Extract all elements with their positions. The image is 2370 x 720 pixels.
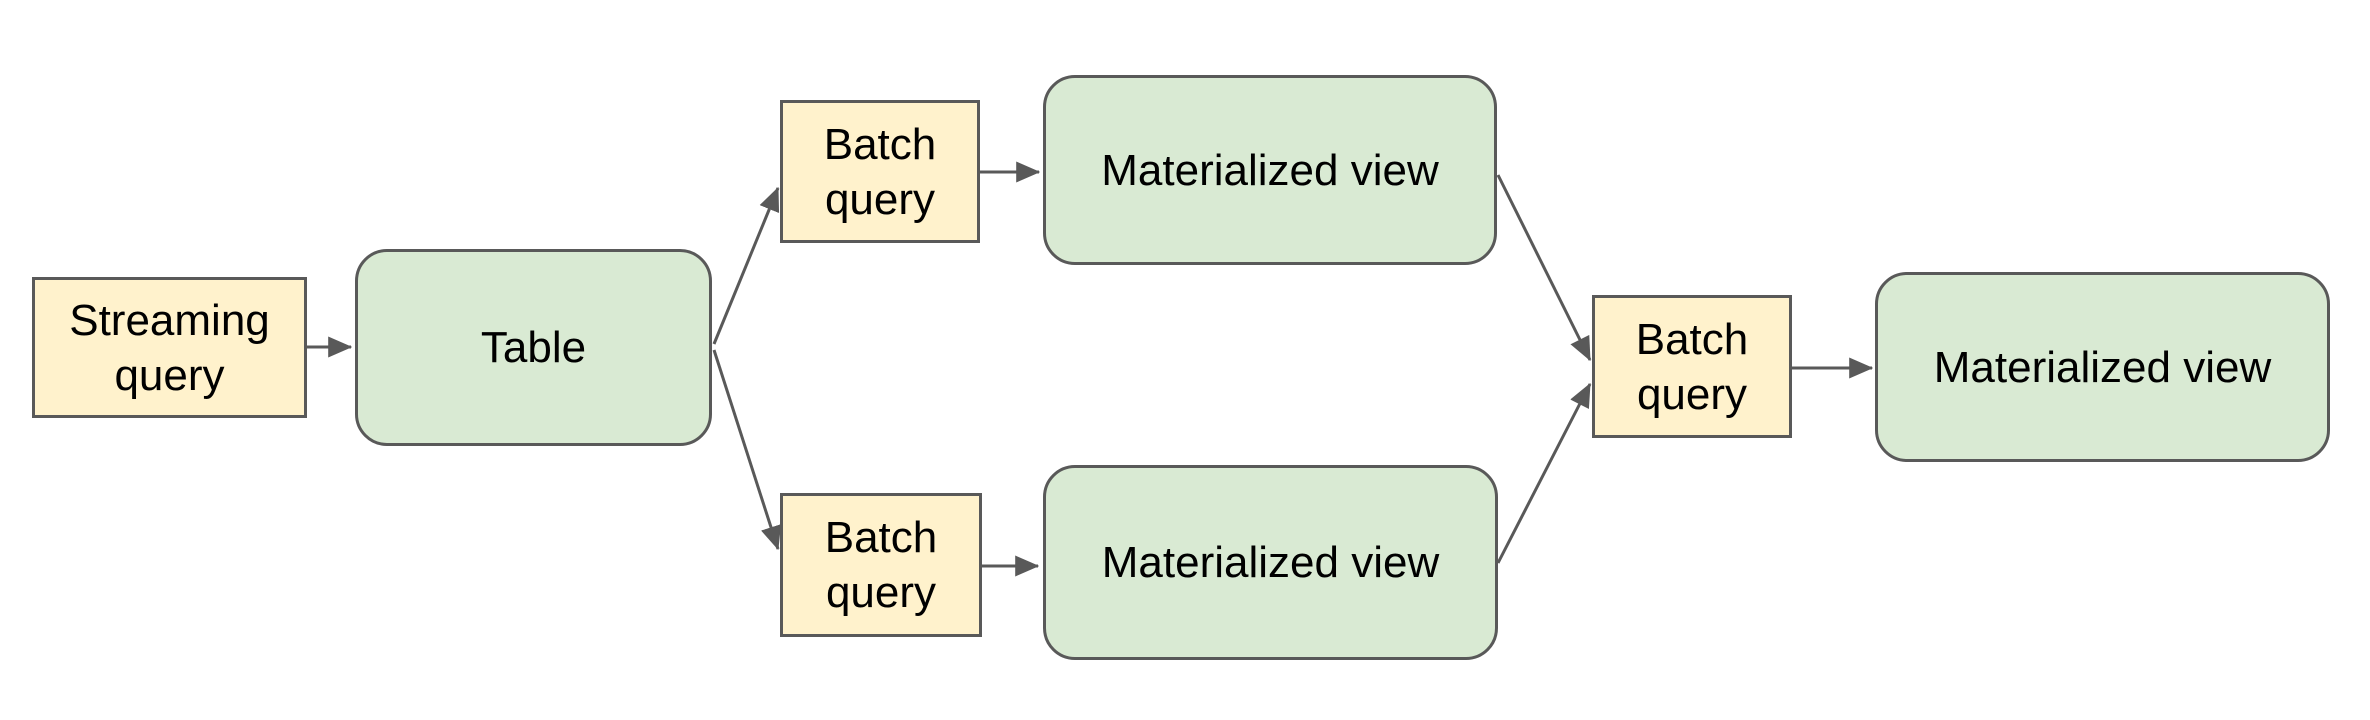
arrow-materialized-view-top-to-batch-query-right [1496, 174, 1592, 362]
node-batch-query-bottom-label: Batch query [824, 513, 938, 617]
node-table: Table [355, 249, 712, 446]
node-batch-query-right: Batch query [1592, 295, 1792, 438]
node-materialized-view-right-label: Materialized view [1933, 342, 2272, 392]
node-materialized-view-bottom-label: Materialized view [1101, 538, 1440, 587]
node-materialized-view-right: Materialized view [1875, 272, 2330, 462]
node-streaming-query: Streaming query [32, 277, 307, 418]
arrow-table-to-batch-query-top [712, 186, 780, 345]
arrow-table-to-batch-query-bottom [712, 349, 782, 551]
node-batch-query-top-label: Batch query [823, 119, 937, 224]
node-streaming-query-label: Streaming query [69, 295, 270, 400]
node-batch-query-right-label: Batch query [1635, 314, 1749, 419]
node-materialized-view-bottom: Materialized view [1043, 465, 1498, 660]
node-batch-query-top: Batch query [780, 100, 980, 243]
node-materialized-view-top-label: Materialized view [1101, 145, 1439, 195]
node-batch-query-bottom: Batch query [780, 493, 982, 637]
node-materialized-view-top: Materialized view [1043, 75, 1497, 265]
arrow-materialized-view-bottom-to-batch-query-right [1496, 382, 1592, 564]
node-table-label: Table [480, 323, 587, 372]
